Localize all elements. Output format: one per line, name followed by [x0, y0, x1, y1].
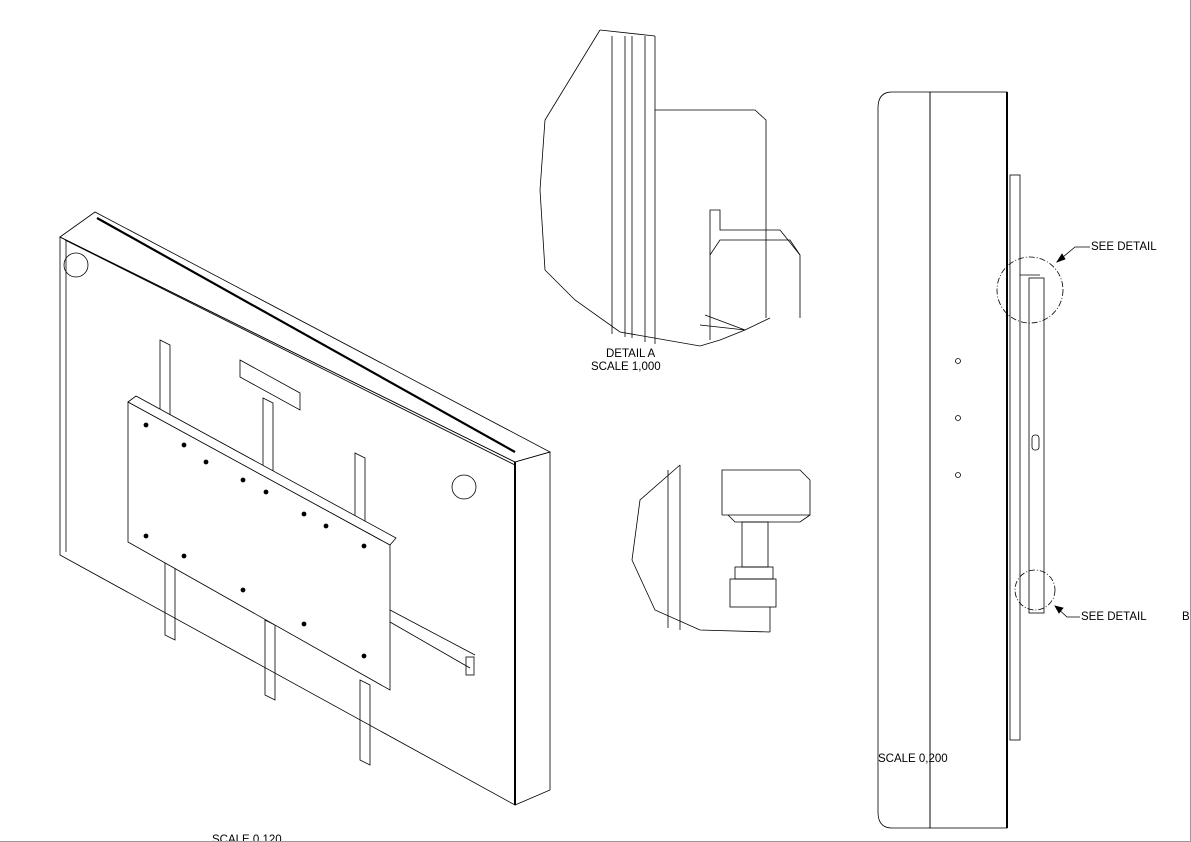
detail-b-callout-circle [1014, 569, 1056, 611]
mounting-plate [127, 401, 391, 691]
panel-side-face [514, 451, 551, 806]
detail-b-drawing [631, 464, 811, 633]
side-view-scale: SCALE 0,200 [878, 753, 948, 765]
detail-a-title: DETAIL A [606, 348, 656, 360]
side-view-drawing [877, 91, 1090, 829]
see-detail-a-callout: SEE DETAIL [1091, 241, 1157, 253]
label-plate [239, 359, 301, 411]
isometric-view [59, 211, 552, 806]
detail-a-callout-circle [996, 256, 1064, 324]
detail-a-scale: SCALE 1,000 [591, 361, 661, 373]
detail-a-drawing [539, 29, 801, 347]
iso-view-scale: SCALE 0,120 [212, 834, 282, 842]
corner-hole [451, 474, 477, 500]
side-hole [955, 358, 961, 364]
see-detail-b-callout: SEE DETAIL [1081, 611, 1147, 623]
see-detail-b-letter: B [1182, 611, 1190, 623]
mounting-plate-edge [127, 395, 397, 546]
side-hole [955, 472, 961, 478]
side-hole [955, 415, 961, 421]
corner-hole [63, 252, 89, 278]
mounting-plate-holes [143, 422, 367, 659]
